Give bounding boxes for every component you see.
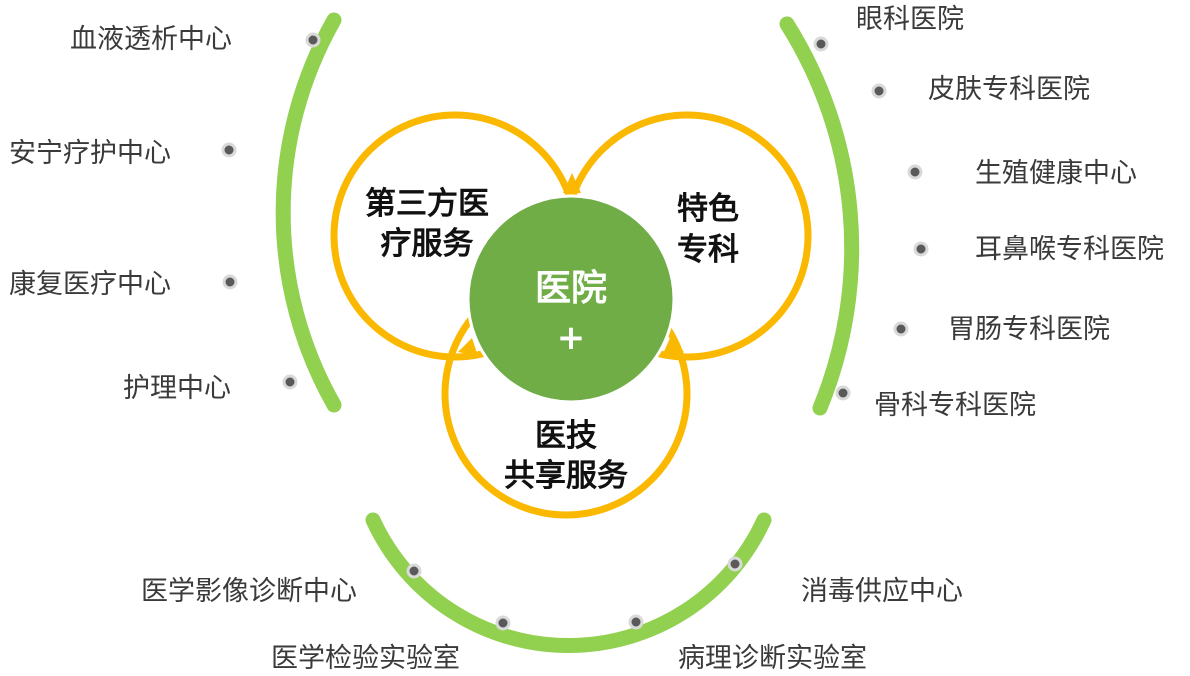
- left-circle-title-line2: 疗服务: [381, 226, 474, 262]
- dot-right-5: [893, 321, 909, 337]
- right-label-5: 胃肠专科医院: [948, 314, 1110, 345]
- dot-bottom-2: [495, 615, 511, 631]
- dot-left-1: [305, 32, 321, 48]
- bottom-circle-title-line1: 医技: [535, 418, 597, 454]
- left-circle-title-line1: 第三方医: [365, 186, 489, 222]
- center-circle: [466, 194, 676, 404]
- bottom-circle-title-line2: 共享服务: [504, 458, 628, 494]
- bottom-label-3: 病理诊断实验室: [678, 643, 867, 674]
- right-label-6: 骨科专科医院: [874, 390, 1036, 421]
- left-label-4: 护理中心: [123, 373, 231, 404]
- dot-right-3: [907, 164, 923, 180]
- arrowhead-top: [563, 173, 581, 193]
- right-label-1: 眼科医院: [856, 4, 964, 35]
- bottom-label-4: 消毒供应中心: [801, 576, 963, 607]
- dot-bottom-1: [406, 563, 422, 579]
- dot-bottom-4: [727, 556, 743, 572]
- right-label-3: 生殖健康中心: [975, 158, 1137, 189]
- right-circle-title-line1: 特色: [677, 191, 739, 227]
- arrowhead-left: [458, 338, 478, 356]
- right-arc: [779, 16, 860, 416]
- left-label-1: 血液透析中心: [70, 24, 232, 55]
- dot-right-4: [913, 241, 929, 257]
- left-label-3: 康复医疗中心: [9, 269, 171, 300]
- bottom-arc: [365, 512, 772, 653]
- bottom-label-1: 医学影像诊断中心: [141, 576, 357, 607]
- dot-right-2: [871, 83, 887, 99]
- center-plus: +: [557, 318, 586, 358]
- dot-left-2: [221, 142, 237, 158]
- left-arc: [275, 12, 342, 413]
- dot-bottom-3: [628, 614, 644, 630]
- right-label-2: 皮肤专科医院: [928, 74, 1090, 105]
- right-circle-title-line2: 专科: [677, 232, 739, 268]
- dot-left-4: [282, 374, 298, 390]
- center-title: 医院: [535, 268, 607, 309]
- arrowhead-right: [662, 338, 684, 356]
- bottom-label-2: 医学检验实验室: [271, 643, 460, 674]
- dot-left-3: [222, 274, 238, 290]
- dot-right-6: [835, 385, 851, 401]
- right-label-4: 耳鼻喉专科医院: [975, 234, 1164, 265]
- left-label-2: 安宁疗护中心: [9, 138, 171, 169]
- arc-dots: [221, 32, 929, 631]
- dot-right-1: [813, 36, 829, 52]
